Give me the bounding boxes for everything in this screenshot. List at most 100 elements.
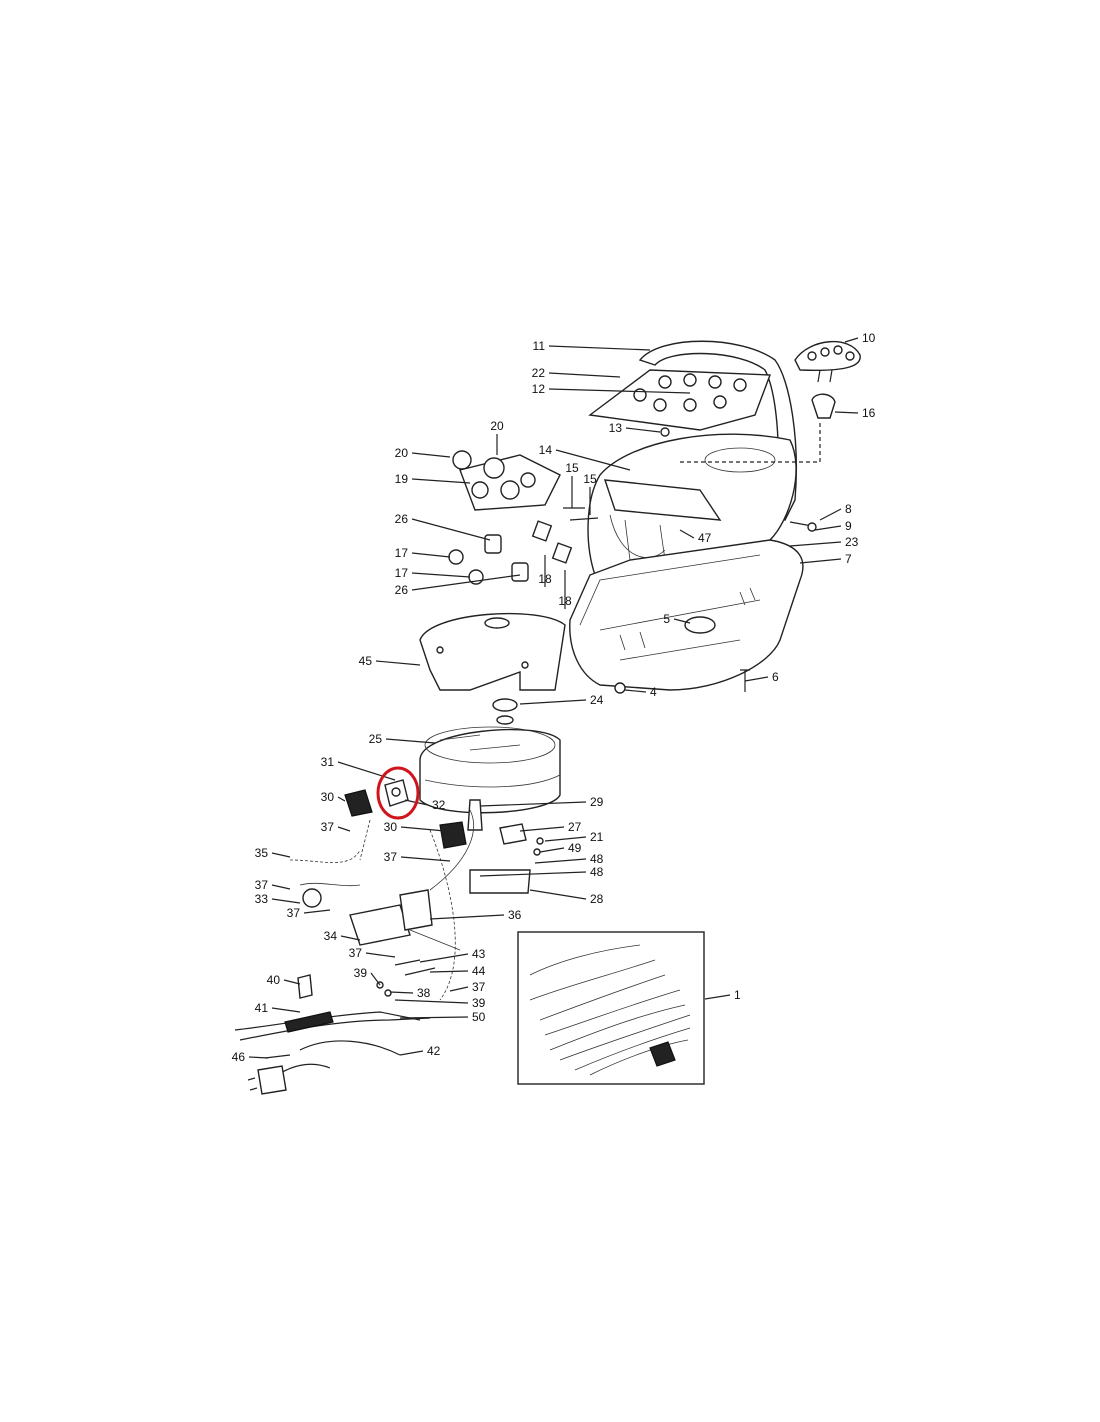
button-panel	[588, 369, 771, 431]
display-window	[603, 479, 722, 521]
washer-9	[807, 522, 817, 532]
cable-42	[299, 1040, 401, 1056]
callout-label-c39b: 39	[472, 996, 486, 1010]
callout-label-c30b: 30	[384, 820, 398, 834]
callout-label-c34: 34	[324, 929, 338, 943]
boiler-25	[419, 728, 561, 814]
callout-label-c42: 42	[427, 1044, 441, 1058]
callout-label-c24: 24	[590, 693, 604, 707]
callout-line-c21	[544, 836, 587, 842]
callout-label-c23: 23	[845, 535, 859, 549]
callout-label-c19: 19	[395, 472, 409, 486]
callout-label-c17a: 17	[395, 546, 409, 560]
callout-label-c35: 35	[255, 846, 269, 860]
relay-30b	[439, 821, 467, 849]
callout-line-c7	[799, 558, 842, 564]
callout-label-c37c: 37	[255, 878, 269, 892]
plug	[257, 1065, 287, 1095]
callout-line-c37d	[303, 909, 331, 914]
callout-label-c14: 14	[539, 443, 553, 457]
pin-15b	[569, 517, 599, 521]
callout-label-c10: 10	[862, 331, 876, 345]
motor-34	[349, 904, 411, 946]
callout-label-c20a: 20	[395, 446, 409, 460]
callout-label-c13: 13	[609, 421, 623, 435]
fuse-43	[394, 959, 421, 966]
callout-label-c45: 45	[359, 654, 373, 668]
callout-line-c45	[375, 660, 421, 666]
callout-line-c4	[624, 689, 647, 693]
cables	[234, 1011, 431, 1095]
callout-line-c16	[834, 411, 859, 414]
callout-line-c1	[704, 994, 731, 1000]
callout-label-c37d: 37	[287, 906, 301, 920]
callout-line-c43	[419, 953, 469, 963]
foot-4	[614, 682, 626, 694]
callout-label-c20b: 20	[490, 419, 504, 433]
callout-line-c46	[248, 1056, 269, 1059]
lamp-20a	[452, 450, 472, 470]
callout-label-c39a: 39	[354, 966, 368, 980]
gasket-18a	[531, 520, 553, 542]
callout-label-c15a: 15	[565, 461, 579, 475]
base-outlet-5	[684, 616, 716, 634]
cable-sleeve	[284, 1011, 334, 1033]
callout-label-c33: 33	[255, 892, 269, 906]
callout-label-c6: 6	[772, 670, 779, 684]
callout-line-c37e	[365, 952, 396, 958]
callout-label-c25: 25	[369, 732, 383, 746]
callout-line-c12	[548, 388, 691, 394]
electrical-components	[289, 779, 544, 1001]
callout-label-c9: 9	[845, 519, 852, 533]
callout-label-c36: 36	[508, 908, 522, 922]
callout-line-c31	[337, 761, 396, 781]
callout-line-c17a	[411, 552, 451, 558]
cover-45	[419, 612, 566, 691]
lamp-20b	[483, 457, 505, 479]
screw-21	[536, 837, 544, 845]
callout-label-c12: 12	[532, 382, 546, 396]
callout-line-c26b	[411, 574, 521, 591]
callout-line-c33	[271, 898, 301, 904]
callout-line-c30a	[337, 796, 346, 802]
callout-label-c41: 41	[255, 1001, 269, 1015]
callout-line-c37f	[449, 986, 469, 992]
wire-kit	[517, 931, 705, 1085]
fitting-31	[384, 779, 409, 807]
callout-label-c31: 31	[321, 755, 335, 769]
callout-label-c37e: 37	[349, 946, 363, 960]
callout-label-c4: 4	[650, 685, 657, 699]
callout-line-c39b	[394, 999, 469, 1004]
relay-30a	[344, 789, 373, 817]
top-housing-assembly	[587, 340, 861, 579]
callout-line-c42	[399, 1050, 424, 1056]
callout-lines	[248, 337, 859, 1059]
callout-line-c44	[429, 970, 469, 973]
callout-label-c43: 43	[472, 947, 486, 961]
switch-26a	[484, 534, 502, 554]
pump-33	[302, 888, 322, 908]
callout-label-c7: 7	[845, 552, 852, 566]
top-cap	[794, 341, 861, 372]
callout-line-c49	[539, 847, 565, 853]
callout-line-c37a	[337, 826, 351, 832]
callout-label-c27: 27	[568, 820, 582, 834]
callout-line-c48a	[534, 858, 587, 864]
control-cluster	[448, 450, 599, 585]
callout-label-c21: 21	[590, 830, 604, 844]
valve-24	[492, 698, 518, 712]
callout-line-c22	[548, 372, 621, 378]
callout-label-c11: 11	[533, 339, 546, 353]
connector-block	[649, 1041, 676, 1067]
highlight-ring	[376, 766, 420, 820]
callout-label-c26a: 26	[395, 512, 409, 526]
gasket-18b	[551, 542, 573, 564]
valve-29	[467, 799, 483, 831]
callout-label-c26b: 26	[395, 583, 409, 597]
callout-line-c8	[819, 508, 842, 521]
callout-line-c17b	[411, 572, 471, 578]
callout-line-c35	[271, 852, 291, 858]
thermostat-27	[499, 823, 527, 845]
callout-line-c29	[479, 801, 587, 807]
callout-label-c37f: 37	[472, 980, 486, 994]
